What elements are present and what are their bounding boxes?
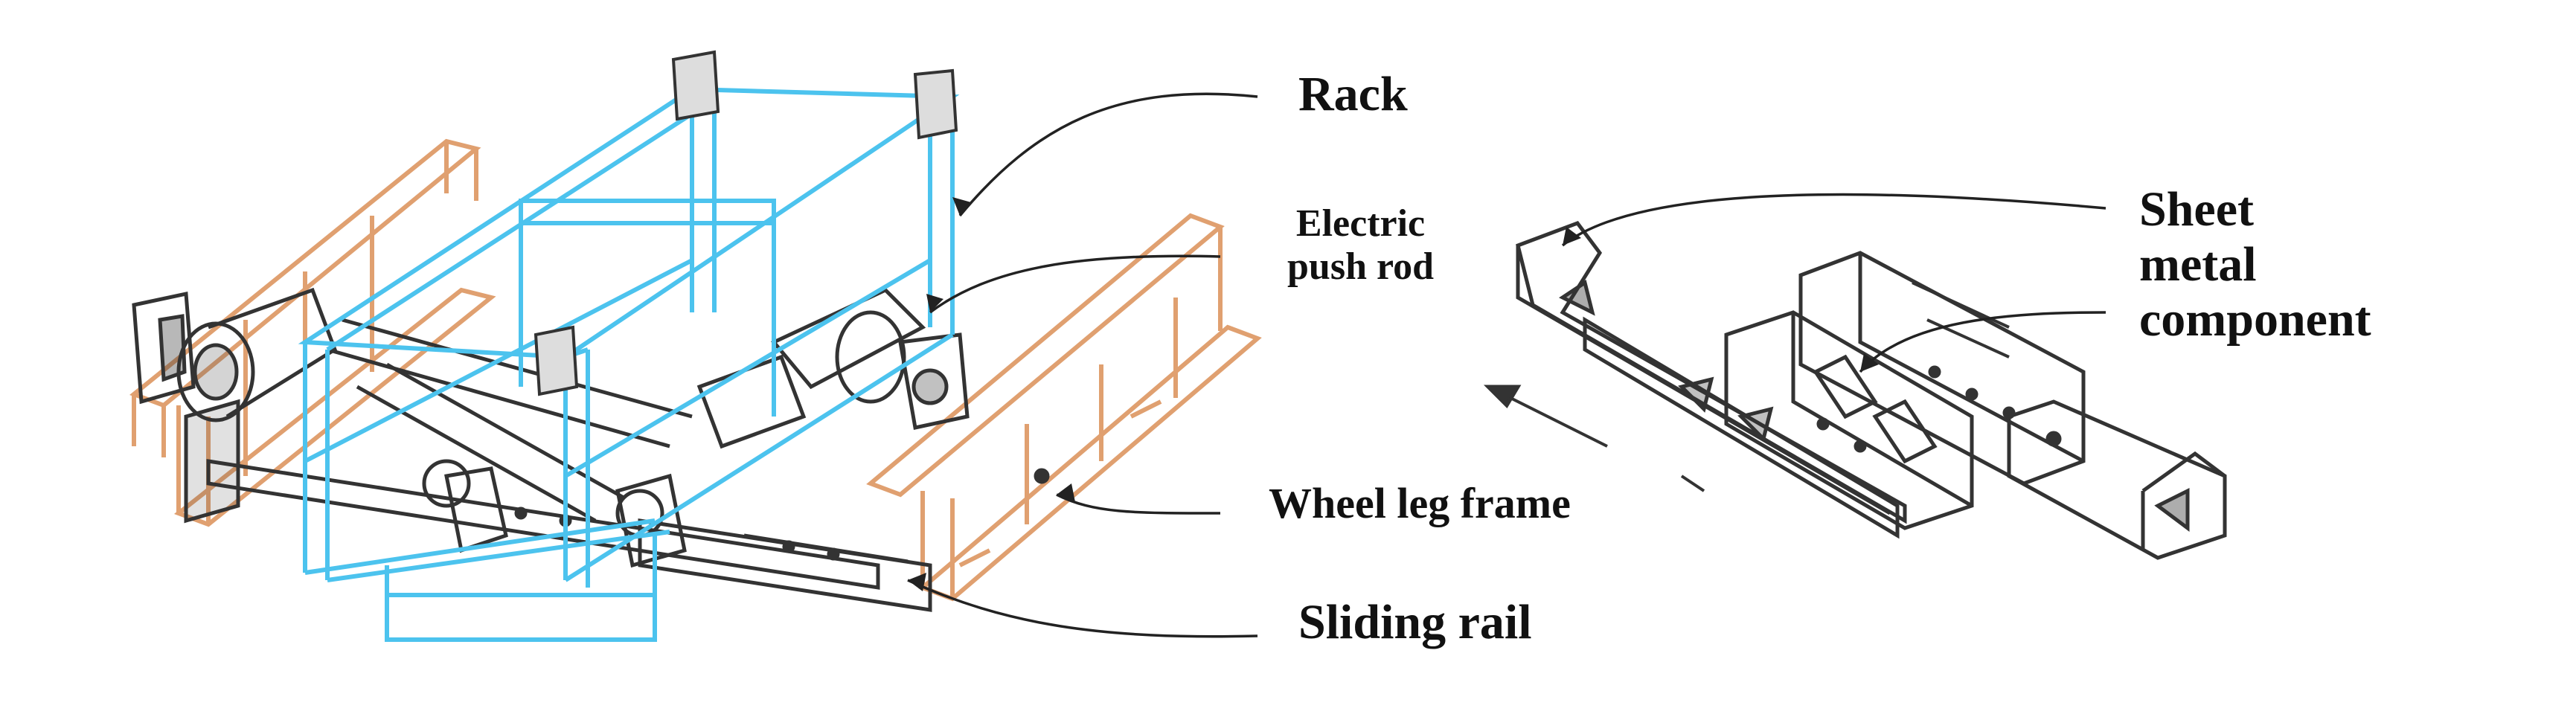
label-electric-push-rod-line1: Electric bbox=[1295, 202, 1426, 245]
label-rack: Rack bbox=[1298, 67, 1408, 121]
leader-arrowheads bbox=[908, 197, 1879, 591]
label-sheet-metal-line1: Sheet bbox=[2139, 182, 2254, 237]
label-sheet-metal-line3: component bbox=[2139, 292, 2371, 347]
label-electric-push-rod: Electric push rod bbox=[1287, 202, 1434, 289]
label-sheet-metal-line2: metal bbox=[2139, 237, 2257, 292]
label-electric-push-rod-line2: push rod bbox=[1287, 245, 1435, 289]
rack-mount-plates bbox=[534, 50, 958, 396]
sheet-metal-component bbox=[1483, 221, 2227, 560]
leader-lines bbox=[907, 92, 2106, 638]
label-sliding-rail: Sliding rail bbox=[1298, 595, 1532, 649]
mechanism bbox=[132, 287, 1050, 612]
label-sheet-metal-component: Sheet metal component bbox=[2139, 182, 2371, 347]
label-wheel-leg-frame: Wheel leg frame bbox=[1269, 479, 1571, 527]
rack-frame bbox=[298, 86, 960, 642]
